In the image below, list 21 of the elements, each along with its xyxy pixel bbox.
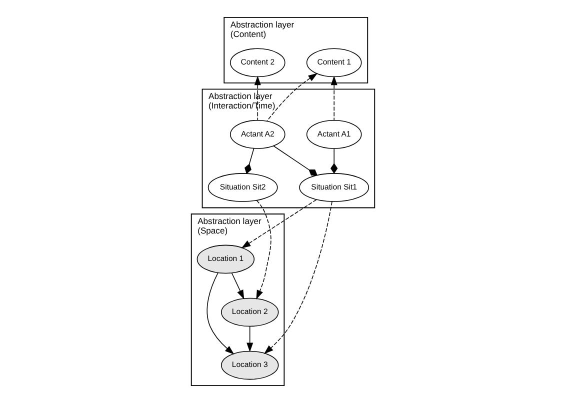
node-ellipse: Situation Sit2: [207, 173, 278, 202]
arrow: [206, 272, 234, 354]
node-ellipse: Actant A2: [230, 120, 285, 149]
arrow: [246, 326, 253, 352]
arrow: [330, 76, 337, 121]
connector: [244, 148, 254, 174]
arrow: [256, 200, 271, 300]
arrow: [263, 201, 332, 354]
node-ellipse: Location 2: [220, 298, 278, 327]
connector: [330, 148, 338, 174]
node-ellipse: Content 2: [230, 48, 285, 78]
arrow: [240, 199, 316, 248]
node-ellipse: Situation Sit1: [298, 173, 369, 202]
connector: [272, 145, 318, 176]
arrow: [266, 73, 318, 122]
node-ellipse: Actant A1: [306, 120, 362, 149]
node-ellipse: Content 1: [306, 48, 362, 78]
node-ellipse: Location 3: [220, 350, 278, 380]
node-ellipse: Location 1: [196, 244, 254, 274]
arrow: [230, 272, 244, 300]
arrow: [254, 76, 260, 121]
